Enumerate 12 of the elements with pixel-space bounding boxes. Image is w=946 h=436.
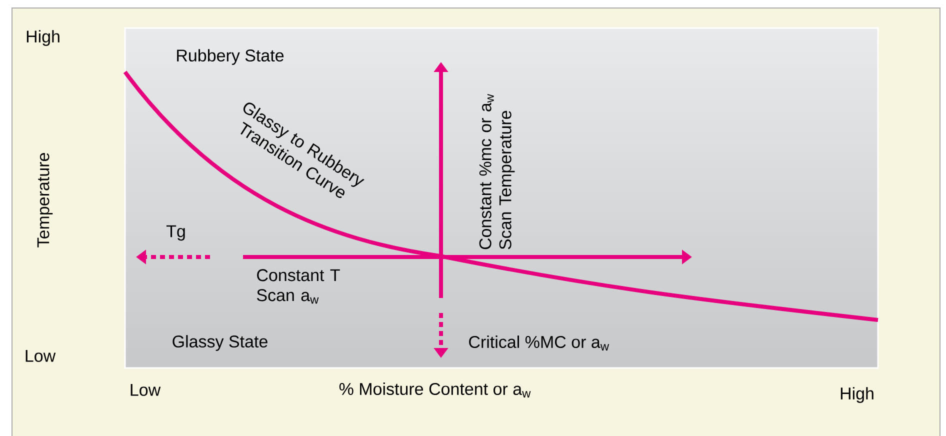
- axis-label: Low: [130, 384, 161, 396]
- arrow-label: Critical %MC or a$_{w}$: [469, 336, 610, 350]
- axis-label: High: [840, 387, 874, 403]
- axis-title: Temperature: [37, 153, 53, 248]
- arrow-label: Tg: [166, 225, 185, 241]
- axis-label: Low: [26, 350, 56, 362]
- arrow-label: Constant %mc or a$_{w}$ Scan Temperature: [479, 94, 515, 250]
- axis-title: % Moisture Content or a$_{w}$: [339, 382, 531, 398]
- region-label: Rubbery State: [177, 49, 284, 65]
- region-label: Glassy State: [172, 335, 268, 351]
- arrow-label: Constant T Scan a$_{w}$: [256, 269, 340, 304]
- axis-label: High: [26, 30, 60, 46]
